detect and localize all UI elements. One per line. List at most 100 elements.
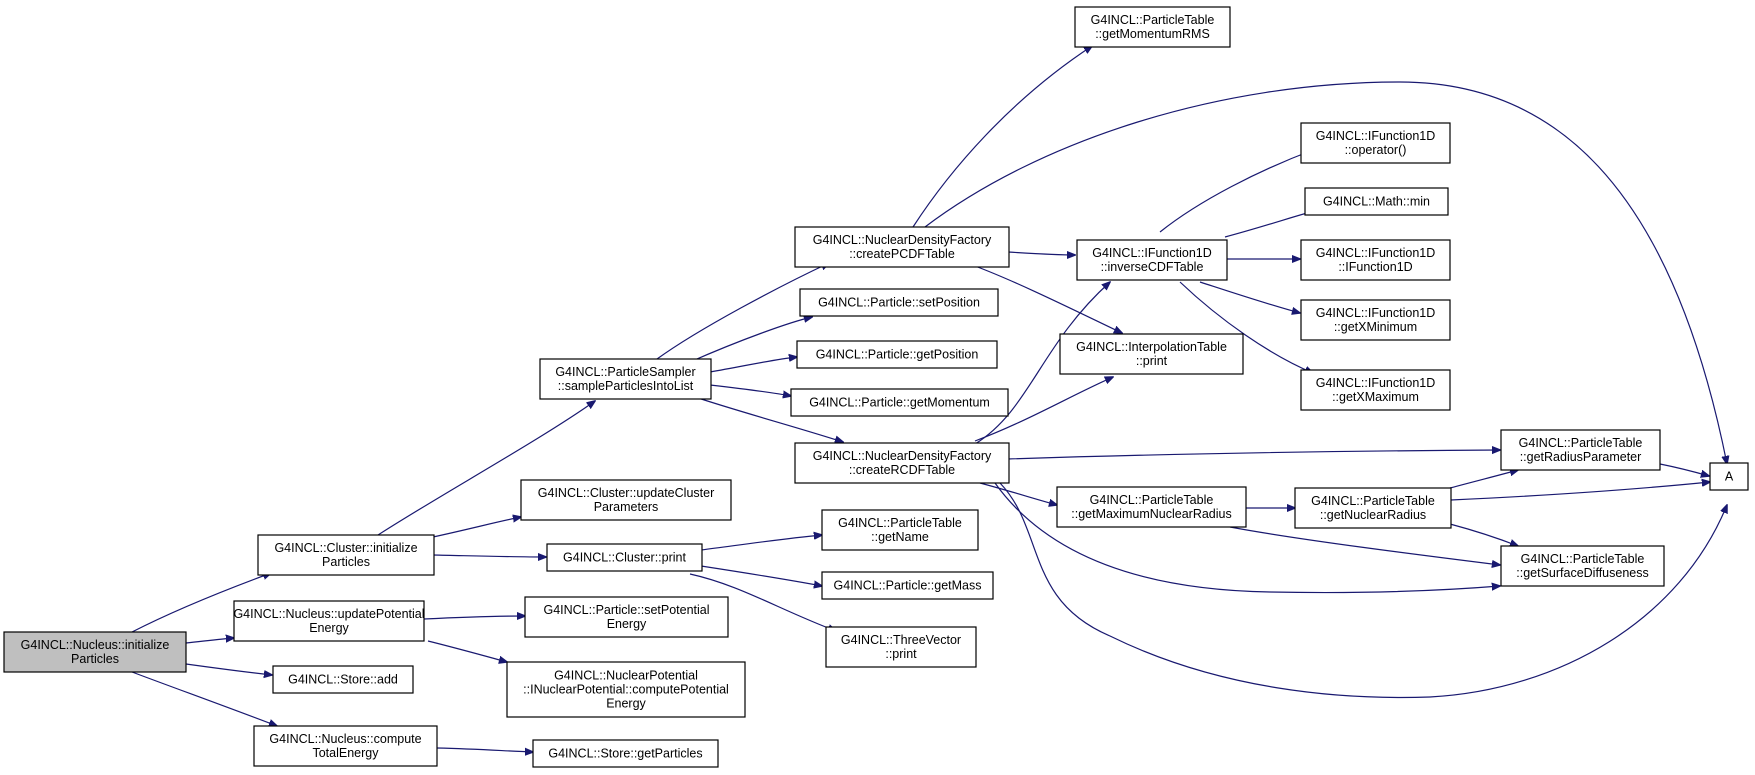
node-label: TotalEnergy [312, 746, 379, 760]
node-label: G4INCL::Particle::getMomentum [809, 396, 990, 410]
edge-root-store-add [185, 663, 272, 675]
node-label: ::getMomentumRMS [1095, 27, 1210, 41]
node-box [1294, 487, 1452, 529]
node-label: Particles [322, 555, 370, 569]
node-box [1300, 299, 1451, 341]
node-label: G4INCL::NuclearDensityFactory [813, 233, 992, 247]
node-label: G4INCL::IFunction1D [1316, 129, 1436, 143]
node-psampler[interactable]: G4INCL::ParticleSampler::sampleParticles… [539, 358, 712, 400]
node-label: G4INCL::Nucleus::compute [269, 732, 421, 746]
node-interp-print[interactable]: G4INCL::InterpolationTable::print [1059, 333, 1244, 375]
node-label: G4INCL::Nucleus::updatePotential [233, 607, 424, 621]
node-get-mass[interactable]: G4INCL::Particle::getMass [821, 571, 994, 600]
node-label: ::inverseCDFTable [1101, 260, 1204, 274]
edge-update-pot-setpot [423, 616, 525, 619]
edge-rcdf-maxrad [979, 482, 1057, 505]
edge-pcdf-inverse [1007, 252, 1075, 255]
node-get-momentum[interactable]: G4INCL::Particle::getMomentum [790, 388, 1009, 417]
node-label: ::getXMaximum [1332, 390, 1419, 404]
node-label: Particles [71, 652, 119, 666]
node-label: G4INCL::ParticleTable [1091, 13, 1215, 27]
node-box [825, 626, 977, 668]
node-box [1304, 187, 1449, 216]
node-label: ::print [885, 647, 917, 661]
node-surface-diff[interactable]: G4INCL::ParticleTable::getSurfaceDiffuse… [1500, 545, 1665, 587]
node-label: ::createPCDFTable [849, 247, 955, 261]
node-label: G4INCL::ParticleTable [1311, 494, 1435, 508]
node-A[interactable]: A [1709, 462, 1749, 491]
edge-nucrad-radparam [1449, 470, 1518, 489]
node-label: G4INCL::Nucleus::initialize [21, 638, 170, 652]
node-rcdf[interactable]: G4INCL::NuclearDensityFactory::createRCD… [794, 442, 1010, 484]
node-label: ::getSurfaceDiffuseness [1516, 566, 1648, 580]
node-radius-param[interactable]: G4INCL::ParticleTable::getRadiusParamete… [1500, 429, 1661, 471]
node-box [257, 534, 435, 576]
node-momentum-rms[interactable]: G4INCL::ParticleTable::getMomentumRMS [1074, 6, 1231, 48]
node-math-min[interactable]: G4INCL::Math::min [1304, 187, 1449, 216]
edge-psampler-pcdf [656, 263, 829, 360]
edge-pcdf-A [924, 81, 1727, 464]
node-nuclear-radius[interactable]: G4INCL::ParticleTable::getNuclearRadius [1294, 487, 1452, 529]
edge-cluster-init-update [432, 517, 521, 538]
node-label: ::getMaximumNuclearRadius [1071, 507, 1231, 521]
node-box [3, 631, 187, 673]
node-box [272, 665, 414, 694]
edge-rcdf-surfdiff [994, 482, 1500, 594]
node-get-xmax[interactable]: G4INCL::IFunction1D::getXMaximum [1300, 369, 1451, 411]
node-box [1059, 333, 1244, 375]
edge-pcdf-interp [974, 265, 1122, 333]
node-label: G4INCL::Cluster::updateCluster [538, 486, 714, 500]
node-label: G4INCL::Cluster::initialize [274, 541, 417, 555]
node-pcdf[interactable]: G4INCL::NuclearDensityFactory::createPCD… [794, 226, 1010, 268]
node-label: Energy [309, 621, 349, 635]
node-box [1709, 462, 1749, 491]
node-operator[interactable]: G4INCL::IFunction1D::operator() [1300, 122, 1451, 164]
node-label: ::getRadiusParameter [1520, 450, 1642, 464]
node-box [1300, 122, 1451, 164]
edge-maxrad-surfdiff [1229, 526, 1500, 565]
node-store-get[interactable]: G4INCL::Store::getParticles [532, 739, 719, 768]
node-label: ::INuclearPotential::computePotential [523, 683, 729, 697]
edge-radparam-A [1659, 463, 1709, 476]
node-max-nuc-radius[interactable]: G4INCL::ParticleTable::getMaximumNuclear… [1056, 486, 1247, 528]
node-pt-getname[interactable]: G4INCL::ParticleTable::getName [821, 509, 979, 551]
edge-psampler-getmom [709, 384, 791, 396]
node-label: ::sampleParticlesIntoList [558, 379, 694, 393]
node-box [796, 340, 998, 369]
node-get-xmin[interactable]: G4INCL::IFunction1D::getXMinimum [1300, 299, 1451, 341]
edge-print-getname [700, 535, 822, 551]
node-threevec-print[interactable]: G4INCL::ThreeVector::print [825, 626, 977, 668]
node-box [799, 288, 999, 317]
node-label: G4INCL::Particle::setPotential [543, 603, 709, 617]
node-get-position[interactable]: G4INCL::Particle::getPosition [796, 340, 998, 369]
node-inverse-cdf[interactable]: G4INCL::IFunction1D::inverseCDFTable [1076, 239, 1228, 281]
node-set-position[interactable]: G4INCL::Particle::setPosition [799, 288, 999, 317]
node-label: G4INCL::Particle::setPosition [818, 296, 980, 310]
edge-rcdf-inverse [974, 282, 1110, 445]
node-store-add[interactable]: G4INCL::Store::add [272, 665, 414, 694]
node-cluster-print[interactable]: G4INCL::Cluster::print [546, 543, 703, 572]
edge-cluster-init-psampler [377, 401, 595, 536]
edge-root-cluster-init [131, 573, 271, 633]
node-box [794, 226, 1010, 268]
node-box [539, 358, 712, 400]
node-box [532, 739, 719, 768]
node-nuclear-potential[interactable]: G4INCL::NuclearPotential::INuclearPotent… [506, 661, 746, 718]
node-label: ::print [1136, 354, 1168, 368]
node-label: G4INCL::IFunction1D [1316, 306, 1436, 320]
node-label: G4INCL::Store::add [288, 673, 398, 687]
node-label: G4INCL::ParticleSampler [555, 365, 695, 379]
node-ifunc-ctor[interactable]: G4INCL::IFunction1D::IFunction1D [1300, 239, 1451, 281]
node-box [1076, 239, 1228, 281]
edge-psampler-rcdf [691, 395, 843, 442]
edge-rcdf-A [999, 482, 1727, 699]
node-label: ::createRCDFTable [849, 463, 955, 477]
node-box [233, 600, 425, 642]
